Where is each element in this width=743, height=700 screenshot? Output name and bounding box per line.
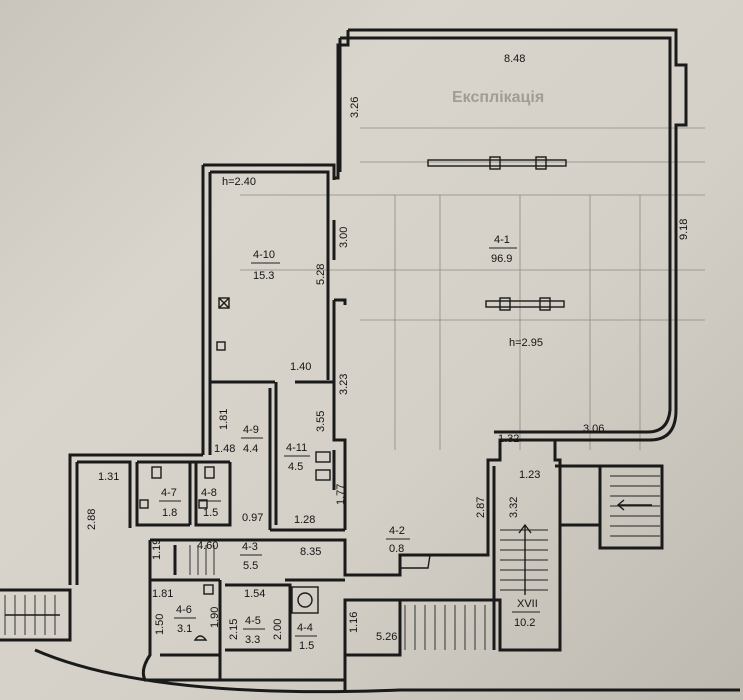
room-area-4-3: 5.5	[243, 560, 258, 572]
dim-1-28: 1.28	[294, 514, 315, 526]
dim-2-15: 2.15	[228, 619, 240, 640]
room-id-4-9: 4-9	[243, 424, 259, 436]
room-area-4-1: 96.9	[491, 253, 512, 265]
dim-8-48: 8.48	[504, 53, 525, 65]
staircase-east	[610, 475, 660, 537]
background-explication-table: Експлікація	[240, 89, 705, 450]
staircase-xvii	[404, 523, 548, 650]
dim-3-32: 3.32	[508, 497, 520, 518]
room-area-4-4: 1.5	[299, 640, 314, 652]
background-title: Експлікація	[452, 89, 544, 106]
dim-3-55: 3.55	[315, 411, 327, 432]
sink-icon-4-6	[203, 584, 214, 595]
dim-8-35: 8.35	[300, 546, 321, 558]
dim-1-90: 1.90	[209, 607, 221, 628]
sink-icon-4-8	[198, 499, 208, 509]
dim-1-31: 1.31	[98, 471, 119, 483]
dim-2-88: 2.88	[86, 509, 98, 530]
room-id-4-4: 4-4	[297, 622, 313, 634]
room-area-4-5: 3.3	[245, 634, 260, 646]
room-area-4-8: 1.5	[203, 507, 218, 519]
dim-1-40: 1.40	[290, 361, 311, 373]
room-id-xvii: XVII	[517, 598, 538, 610]
dim-1-16: 1.16	[348, 612, 360, 633]
toilet-icon-4-7	[151, 466, 162, 479]
room-area-4-6: 3.1	[177, 623, 192, 635]
dim-1-48: 1.48	[214, 443, 235, 455]
dim-0-97: 0.97	[242, 512, 263, 524]
room-id-4-2: 4-2	[389, 525, 405, 537]
room-id-4-3: 4-3	[242, 541, 258, 553]
dim-5-26: 5.26	[376, 631, 397, 643]
dim-1-54: 1.54	[244, 588, 265, 600]
dim-4-60: 4.60	[197, 540, 218, 552]
room-labels: 4-1 96.9 4-10 15.3 4-9 4.4 4-11 4.5 4-7 …	[159, 176, 543, 652]
dim-1-23: 1.23	[519, 469, 540, 481]
room-id-4-1: 4-1	[494, 234, 510, 246]
meter-icon-2	[315, 469, 331, 481]
dim-3-23: 3.23	[338, 374, 350, 395]
dim-1-81-a: 1.81	[218, 409, 230, 430]
dim-2-00: 2.00	[272, 619, 284, 640]
height-4-10: h=2.40	[222, 176, 256, 188]
electric-panel-icon	[218, 297, 230, 309]
dim-1-81-b: 1.81	[152, 588, 173, 600]
room-area-4-11: 4.5	[288, 461, 303, 473]
room-area-4-2: 0.8	[389, 543, 404, 555]
socket-icon	[216, 341, 226, 351]
fixtures	[139, 156, 567, 641]
room-id-4-6: 4-6	[176, 604, 192, 616]
dimension-labels: 8.48 3.26 9.18 3.00 5.28 1.40 3.23 1.81 …	[86, 53, 690, 643]
outer-walls	[0, 28, 740, 694]
dim-3-26: 3.26	[349, 97, 361, 118]
dim-1-19: 1.19	[151, 539, 163, 560]
staircase-west	[4, 595, 60, 635]
room-area-4-10: 15.3	[253, 270, 274, 282]
room-id-4-7: 4-7	[161, 487, 177, 499]
dim-5-28: 5.28	[315, 264, 327, 285]
room-area-4-7: 1.8	[162, 507, 177, 519]
room-id-4-11: 4-11	[286, 442, 307, 454]
room-id-4-8: 4-8	[201, 487, 217, 499]
room-id-4-5: 4-5	[245, 615, 261, 627]
room-area-xvii: 10.2	[514, 617, 535, 629]
meter-icon-1	[315, 451, 331, 463]
boiler-icon	[291, 586, 319, 614]
height-4-1: h=2.95	[509, 337, 543, 349]
room-id-4-10: 4-10	[253, 249, 275, 261]
dim-1-77: 1.77	[335, 484, 347, 505]
door-swing-4-2	[400, 554, 431, 569]
room-area-4-9: 4.4	[243, 443, 258, 455]
dim-3-00: 3.00	[338, 227, 350, 248]
beam-upper	[427, 159, 567, 167]
dim-1-32: 1.32	[498, 433, 519, 445]
dim-3-06: 3.06	[583, 423, 604, 435]
dim-2-87: 2.87	[475, 497, 487, 518]
steps-corridor	[189, 545, 215, 575]
toilet-icon-4-6	[193, 635, 208, 641]
dim-9-18: 9.18	[678, 219, 690, 240]
dim-1-50: 1.50	[154, 614, 166, 635]
sink-icon-4-7	[139, 499, 149, 509]
beam-lower	[485, 300, 565, 308]
toilet-icon-4-8	[204, 466, 215, 479]
